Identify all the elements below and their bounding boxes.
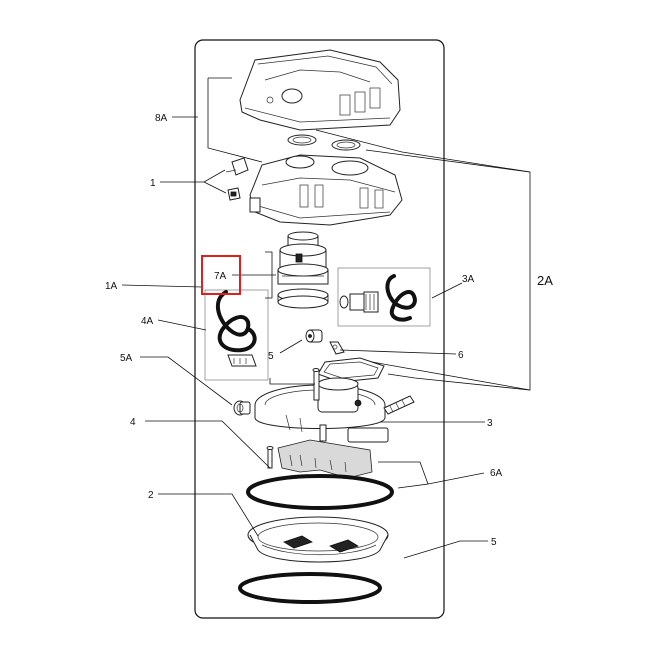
part-4A-power-cord[interactable] xyxy=(204,289,269,381)
part-6-bracket[interactable] xyxy=(329,341,345,355)
label-6: 6 xyxy=(458,350,464,361)
label-3: 3 xyxy=(487,418,493,429)
label-1A: 1A xyxy=(105,281,118,292)
label-4: 4 xyxy=(130,417,136,428)
part-side-connector[interactable] xyxy=(383,395,415,415)
highlight-7A-box xyxy=(201,255,241,295)
part-large-o-ring-lower[interactable] xyxy=(238,572,382,604)
part-large-o-ring-upper[interactable] xyxy=(246,474,394,510)
part-2-bottom-pan[interactable] xyxy=(247,516,389,563)
part-4A-box xyxy=(204,289,269,381)
label-5-lower: 5 xyxy=(491,537,497,548)
part-2A-seals-upper[interactable] xyxy=(287,134,361,151)
leader-lines xyxy=(121,77,531,559)
label-4A: 4A xyxy=(141,316,154,327)
label-5A: 5A xyxy=(120,353,133,364)
label-1: 1 xyxy=(150,178,156,189)
label-2: 2 xyxy=(148,490,154,501)
label-5-upper: 5 xyxy=(268,351,274,362)
part-3A-hose-assembly[interactable] xyxy=(337,267,431,327)
label-2A: 2A xyxy=(537,273,553,288)
part-3-base-assembly[interactable] xyxy=(254,368,389,443)
label-8A: 8A xyxy=(155,113,168,124)
part-motor-head-housing[interactable] xyxy=(249,154,403,226)
part-6A-float-bracket[interactable] xyxy=(266,439,373,479)
part-5A-grommet[interactable] xyxy=(233,400,251,416)
label-6A: 6A xyxy=(490,468,503,479)
part-7A-motor-assembly[interactable] xyxy=(277,231,329,309)
label-3A: 3A xyxy=(462,274,475,285)
part-3A-box xyxy=(337,267,431,327)
part-8A-top-cover[interactable] xyxy=(239,49,401,131)
part-5-connector[interactable] xyxy=(305,329,323,343)
part-1-switch[interactable] xyxy=(225,157,249,201)
diagram-frame xyxy=(194,39,445,619)
label-7A: 7A xyxy=(214,271,227,282)
